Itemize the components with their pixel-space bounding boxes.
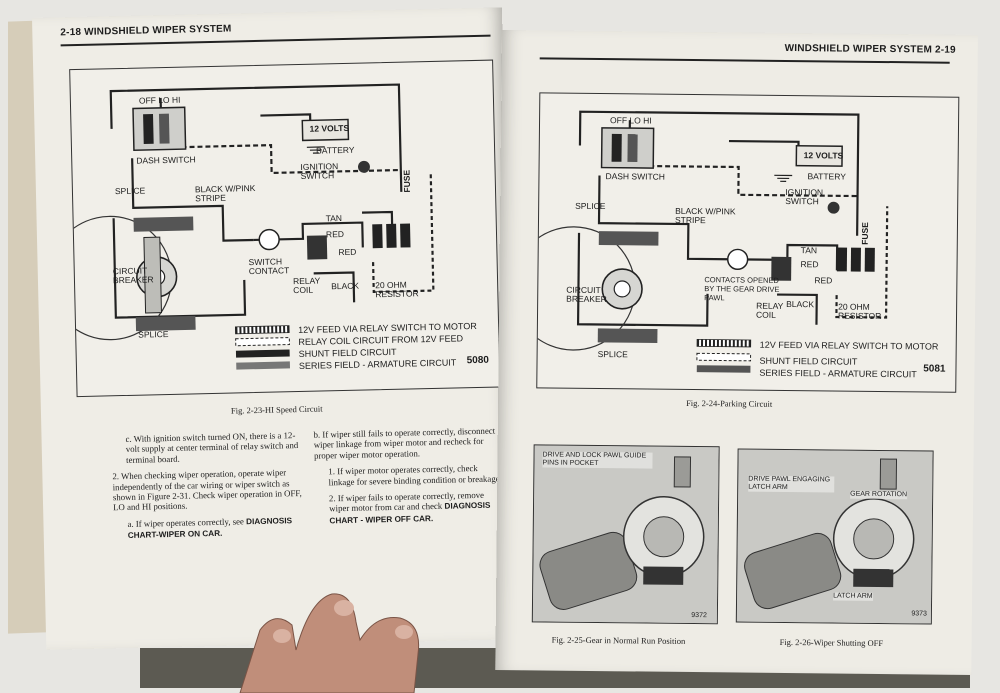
right-running-head: WINDSHIELD WIPER SYSTEM 2-19 [784,42,956,56]
label-splice-bottom: SPLICE [138,328,169,340]
label-red-1: RED [800,259,819,270]
label-ignition-switch: IGNITION SWITCH [785,186,824,207]
label-fuse: FUSE [859,222,871,245]
para-b-1: 1. If wiper motor operates correctly, ch… [328,463,502,488]
label-black: BLACK [786,298,815,310]
photo-1-label-text: DRIVE AND LOCK PAWL GUIDE PINS IN POCKET [542,451,647,468]
label-contacts-opened: CONTACTS OPENED BY THE GEAR DRIVE PAWL [704,275,780,303]
hi-speed-circuit-diagram: OFF LO HI DASH SWITCH 12 VOLTS BATTERY I… [69,59,501,398]
para-step-2: 2. When checking wiper operation, operat… [112,467,302,513]
label-fuse: FUSE [401,169,413,193]
figure-number: 5081 [923,363,946,375]
right-column-text: b. If wiper still fails to operate corre… [313,425,505,533]
right-head-rule [539,57,950,64]
label-20-ohm-resistor: 20 OHM RESISTOR [375,279,419,300]
label-dash-switch: DASH SWITCH [605,171,666,182]
photo-2-caption: Fig. 2-26-Wiper Shutting OFF [779,636,884,649]
label-red-1: RED [325,228,345,240]
label-battery: BATTERY [807,171,846,182]
para-a: a. If wiper operates correctly, see DIAG… [113,515,303,542]
para-a-text: a. If wiper operates correctly, see [127,516,245,529]
left-running-head: 2-18 WINDSHIELD WIPER SYSTEM [60,23,232,39]
parking-wiring-graphic [537,110,889,373]
label-tan: TAN [800,245,818,256]
photo-2-label-2: GEAR ROTATION [850,490,908,500]
label-20-ohm-resistor: 20 OHM RESISTOR [837,301,882,321]
para-c: c. With ignition switch turned ON, there… [125,430,299,465]
label-12-volts: 12 VOLTS [309,122,350,134]
label-splice-top: SPLICE [114,185,146,197]
photo-1-label: DRIVE AND LOCK PAWL GUIDE PINS IN POCKET [542,451,653,469]
photo-1-caption: Fig. 2-25-Gear in Normal Run Position [551,634,686,646]
label-tan: TAN [325,213,343,224]
label-splice-top: SPLICE [575,200,606,212]
legend-item-3: SERIES FIELD - ARMATURE CIRCUIT [759,367,917,380]
label-ignition-switch: IGNITION SWITCH [300,161,339,181]
left-page: 2-18 WINDSHIELD WIPER SYSTEM [32,7,517,650]
switch-positions: OFF LO HI [138,94,181,106]
photo-2-label-1: DRIVE PAWL ENGAGING LATCH ARM [748,475,835,493]
label-splice-bottom: SPLICE [597,349,628,360]
photo-2-label-3: LATCH ARM [833,592,873,601]
hand-holding-book [239,593,420,693]
para-b: b. If wiper still fails to operate corre… [313,425,496,461]
label-switch-contact: SWITCH CONTACT [248,256,290,277]
para-b-2: 2. If wiper fails to operate correctly, … [315,489,506,527]
label-black-pink-stripe: BLACK W/PINK STRIPE [194,182,256,204]
label-circuit-breaker: CIRCUIT BREAKER [112,265,154,286]
switch-positions: OFF LO HI [610,115,652,126]
label-red-2: RED [338,246,357,258]
legend-item-2: SHUNT FIELD CIRCUIT [759,355,858,367]
legend-item-1: 12V FEED VIA RELAY SWITCH TO MOTOR [759,339,939,352]
label-12-volts: 12 VOLTS [803,150,844,161]
label-black-pink-stripe: BLACK W/PINK STRIPE [674,205,736,226]
label-circuit-breaker: CIRCUIT BREAKER [566,284,607,305]
label-dash-switch: DASH SWITCH [136,154,196,166]
photo-1-number: 9372 [691,612,707,620]
label-black: BLACK [331,280,360,292]
photo-2-label-1-text: DRIVE PAWL ENGAGING LATCH ARM [748,475,831,492]
photo-2-number: 9373 [911,610,927,618]
right-page: WINDSHIELD WIPER SYSTEM 2-19 [495,30,978,675]
wiper-motor-illustration [532,445,720,625]
label-red-2: RED [814,275,833,286]
figure-number: 5080 [466,354,490,367]
parking-circuit-diagram: OFF LO HI DASH SWITCH 12 VOLTS BATTERY I… [536,92,960,393]
figure-caption: Fig. 2-24-Parking Circuit [686,397,773,409]
gear-normal-run-photo: DRIVE AND LOCK PAWL GUIDE PINS IN POCKET… [531,444,720,625]
label-battery: BATTERY [315,144,355,156]
left-column-text: c. With ignition switch turned ON, there… [111,430,304,548]
wiring-diagram-graphic [70,83,435,370]
figure-caption: Fig. 2-23-HI Speed Circuit [230,403,323,416]
label-relay-coil: RELAY COIL [292,275,321,296]
wiper-shutting-off-photo: DRIVE PAWL ENGAGING LATCH ARM GEAR ROTAT… [735,448,934,625]
